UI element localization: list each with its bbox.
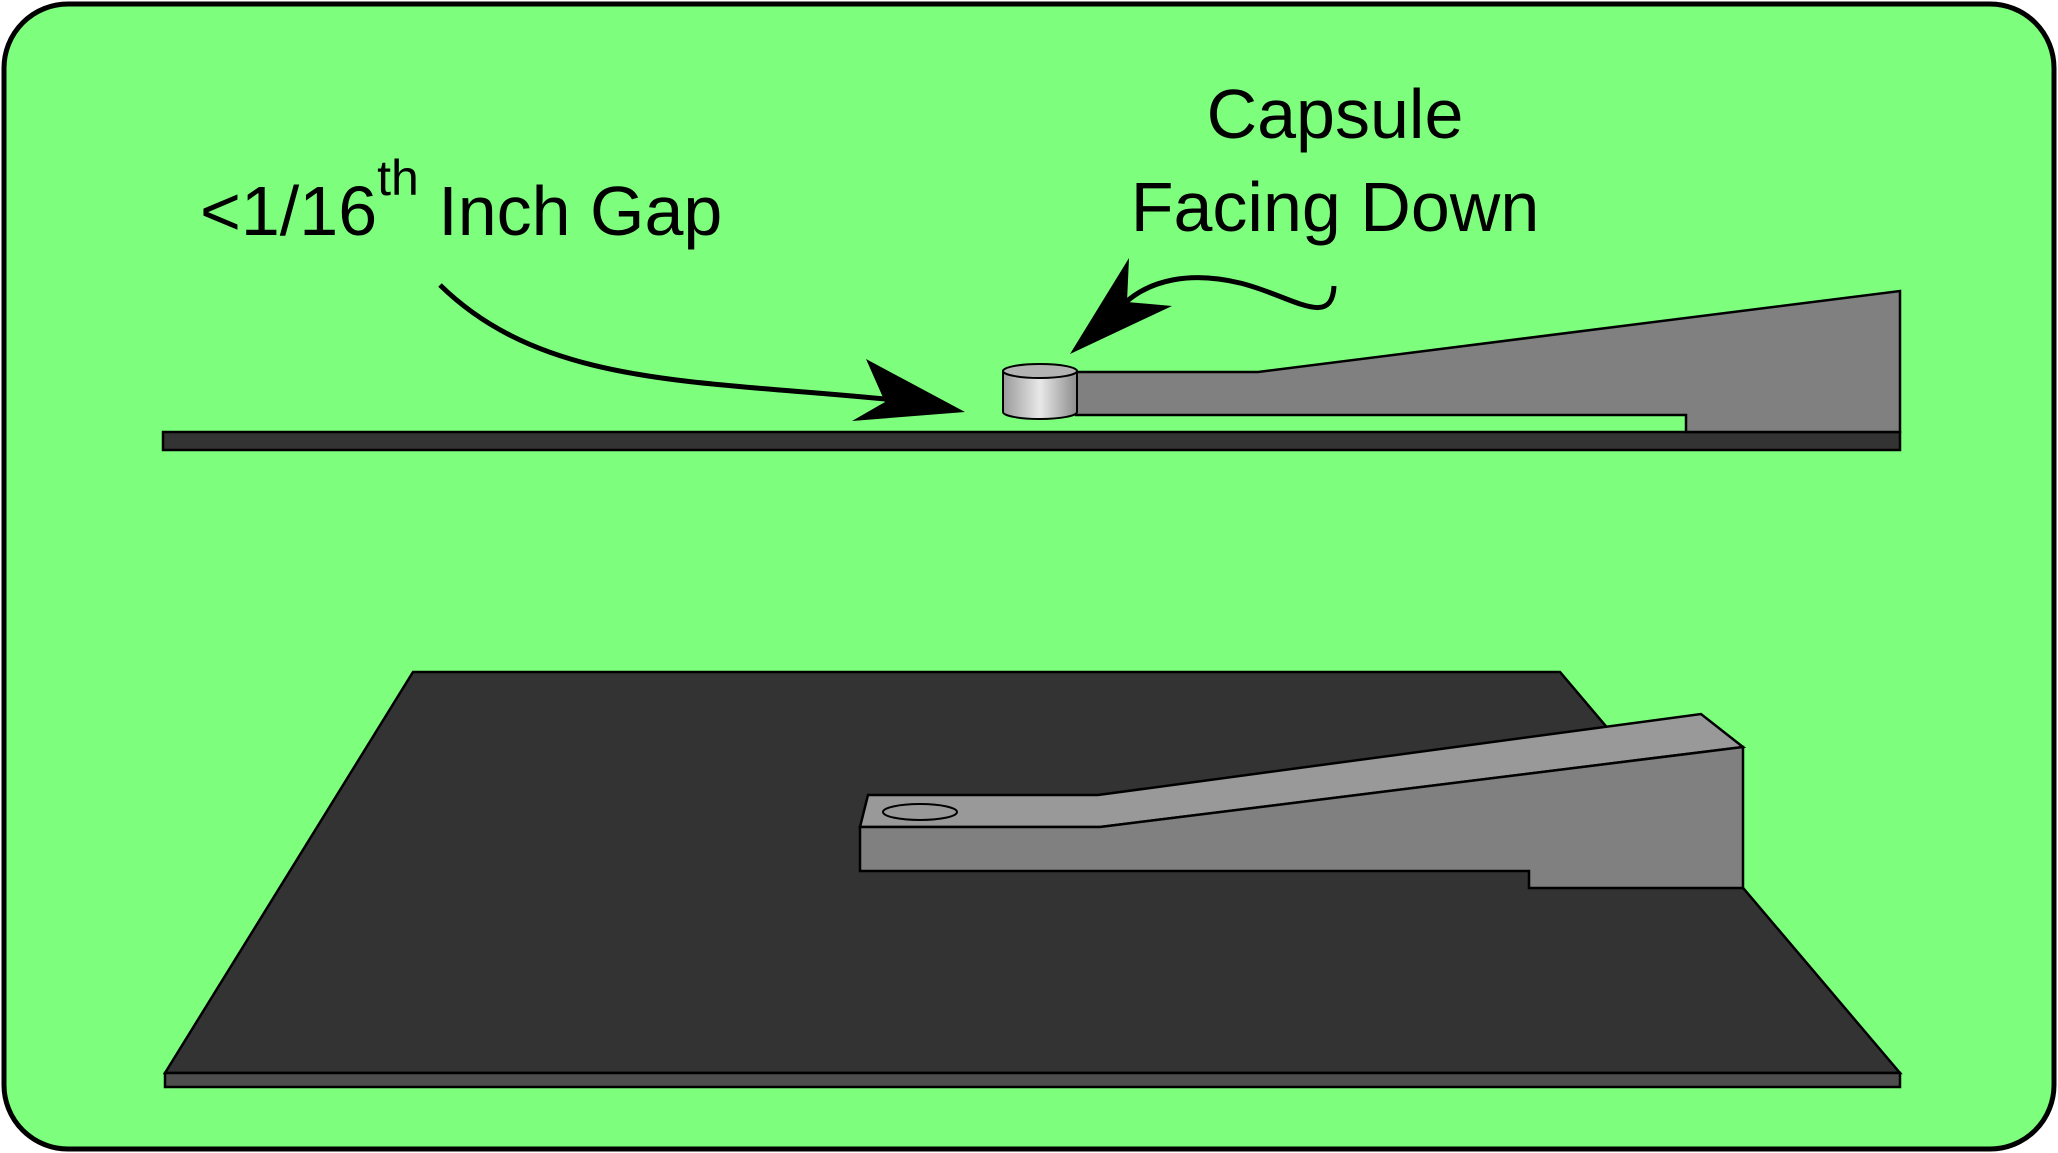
capsule bbox=[1002, 363, 1078, 420]
side-base-plate bbox=[161, 430, 1902, 452]
capsule-label-line1: Capsule bbox=[1207, 75, 1464, 153]
capsule-mount-hole bbox=[882, 803, 958, 821]
capsule-label-line2: Facing Down bbox=[1131, 168, 1540, 246]
gap-label-superscript: th bbox=[377, 150, 419, 206]
capsule-arrow bbox=[1070, 258, 1337, 354]
gap-label-prefix: <1/16 bbox=[200, 172, 377, 250]
gap-label: <1/16th Inch Gap bbox=[200, 150, 722, 250]
perspective-base-plate-edge bbox=[163, 1071, 1902, 1089]
side-tonearm-body bbox=[1074, 289, 1902, 434]
perspective-tonearm-front bbox=[858, 745, 1745, 890]
perspective-view bbox=[162, 670, 1903, 1089]
side-view: <1/16th Inch Gap Capsule Facing Down bbox=[161, 75, 1902, 452]
gap-arrow bbox=[438, 283, 965, 421]
gap-label-suffix: Inch Gap bbox=[419, 172, 723, 250]
